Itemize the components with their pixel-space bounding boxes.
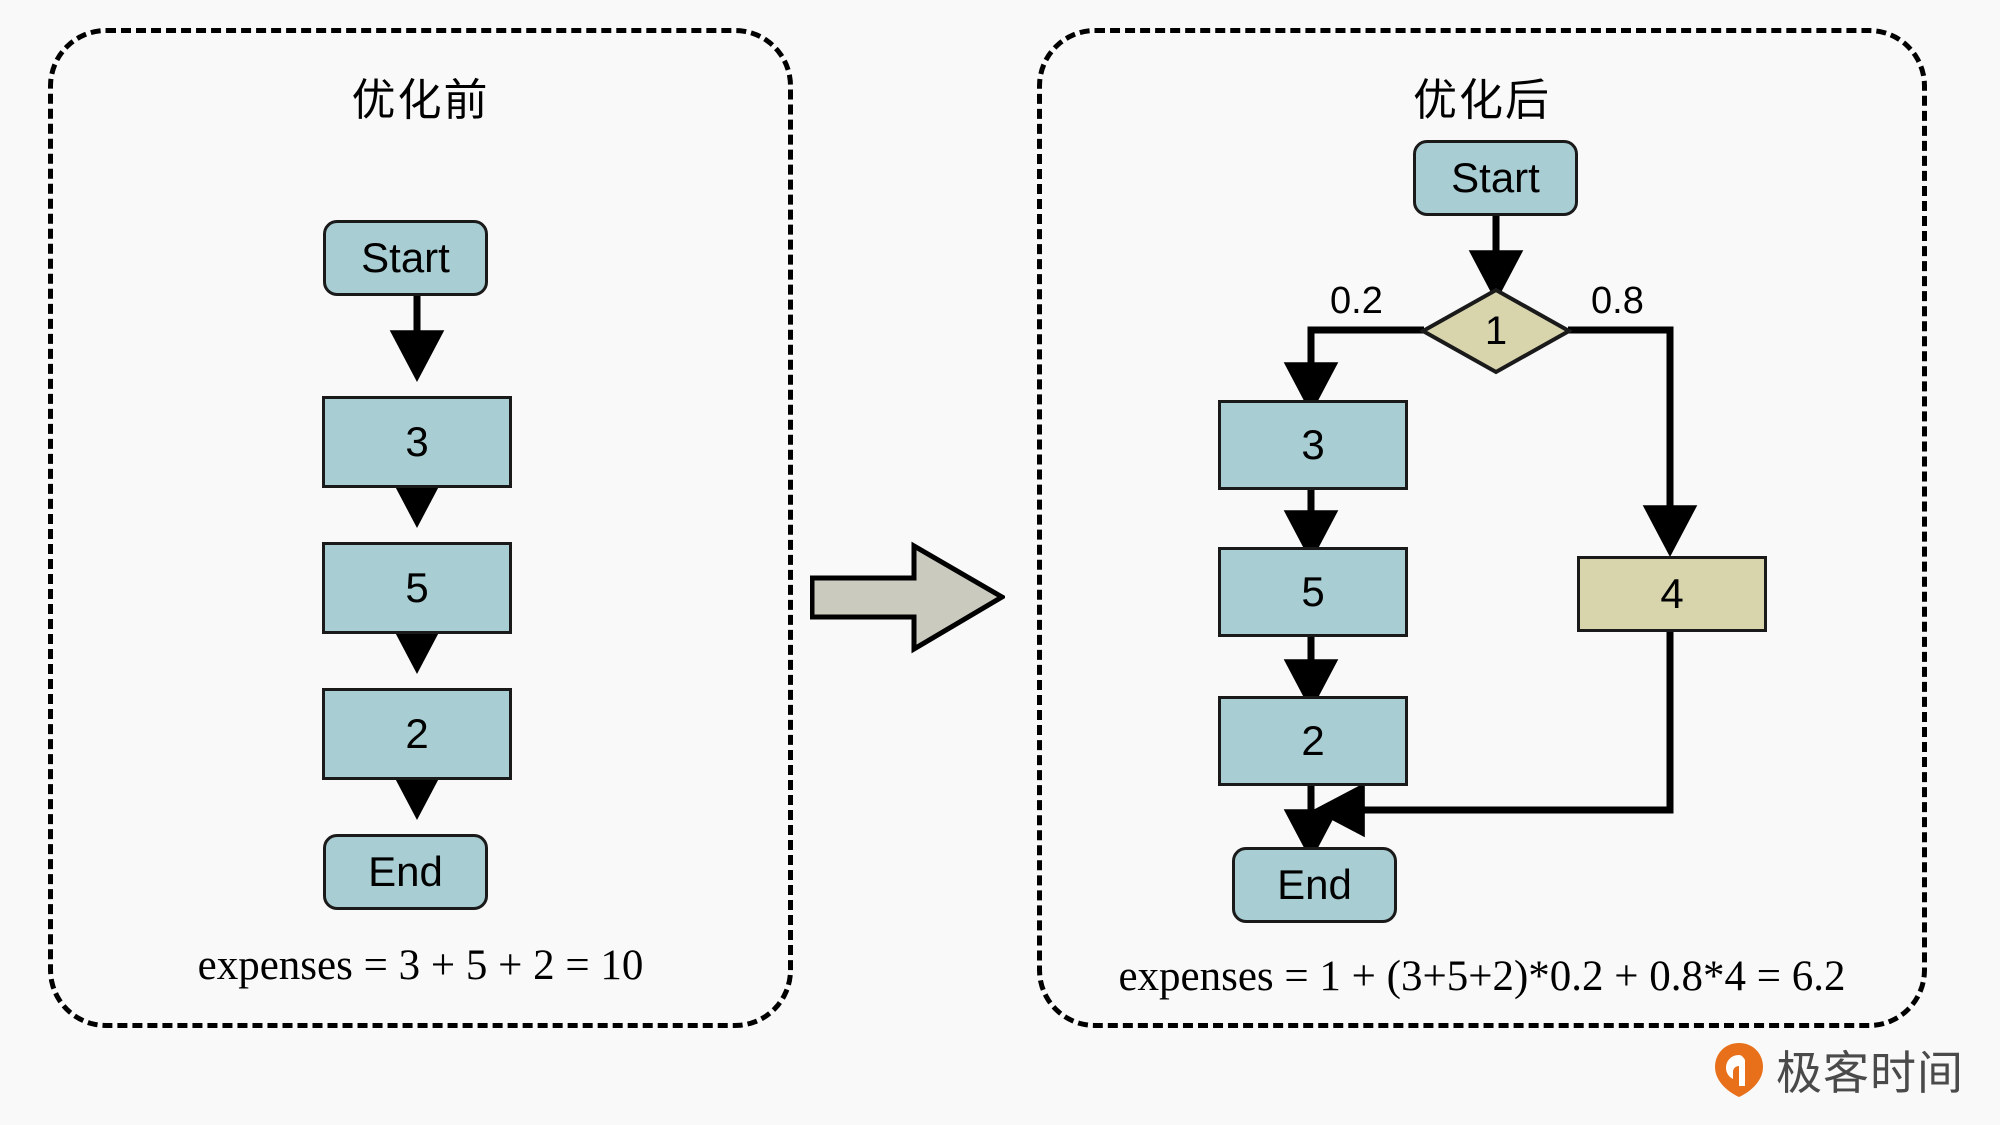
node-right-start-label: Start xyxy=(1451,154,1540,201)
watermark-text: 极客时间 xyxy=(1776,1047,1964,1099)
geektime-logo-icon xyxy=(1714,1042,1764,1098)
node-right-end: End xyxy=(1232,847,1397,923)
panel-after-equation: expenses = 1 + (3+5+2)*0.2 + 0.8*4 = 6.2 xyxy=(1118,953,1846,1000)
node-right-4: 4 xyxy=(1577,556,1767,632)
node-right-2: 2 xyxy=(1218,696,1408,786)
panel-before-title: 优化前 xyxy=(351,76,490,125)
node-right-4-label: 4 xyxy=(1660,570,1684,617)
panel-before xyxy=(48,28,793,1028)
node-right-3: 3 xyxy=(1218,400,1408,490)
prob-left-text: 0.2 xyxy=(1330,280,1383,322)
edge-label-prob-right: 0.8 xyxy=(1591,280,1644,323)
panel-after xyxy=(1037,28,1927,1028)
node-left-end-label: End xyxy=(368,848,443,895)
node-right-decision-label: 1 xyxy=(1484,308,1508,353)
node-left-2: 2 xyxy=(322,688,512,780)
node-left-start: Start xyxy=(323,220,488,296)
node-right-5: 5 xyxy=(1218,547,1408,637)
node-left-end: End xyxy=(323,834,488,910)
node-left-5-label: 5 xyxy=(405,564,429,611)
node-left-5: 5 xyxy=(322,542,512,634)
right-arrow-icon xyxy=(809,540,1007,655)
node-right-decision: 1 xyxy=(1420,287,1572,375)
node-left-2-label: 2 xyxy=(405,710,429,757)
panel-before-equation: expenses = 3 + 5 + 2 = 10 xyxy=(197,942,644,989)
panel-before-content: 优化前 Start 3 5 2 End expenses = 3 + 5 + 2… xyxy=(48,28,793,1028)
panel-after-title: 优化后 xyxy=(1413,76,1551,125)
node-left-start-label: Start xyxy=(361,234,450,281)
edge-label-prob-left: 0.2 xyxy=(1330,280,1383,323)
node-right-start: Start xyxy=(1413,140,1578,216)
node-right-3-label: 3 xyxy=(1301,421,1325,468)
node-left-3-label: 3 xyxy=(405,418,429,465)
watermark: 极客时间 xyxy=(1714,1037,1964,1103)
node-left-3: 3 xyxy=(322,396,512,488)
node-right-5-label: 5 xyxy=(1301,568,1325,615)
node-right-2-label: 2 xyxy=(1301,717,1325,764)
panel-after-content: 优化后 xyxy=(1037,28,1927,1028)
node-right-end-label: End xyxy=(1277,861,1352,908)
prob-right-text: 0.8 xyxy=(1591,280,1644,322)
